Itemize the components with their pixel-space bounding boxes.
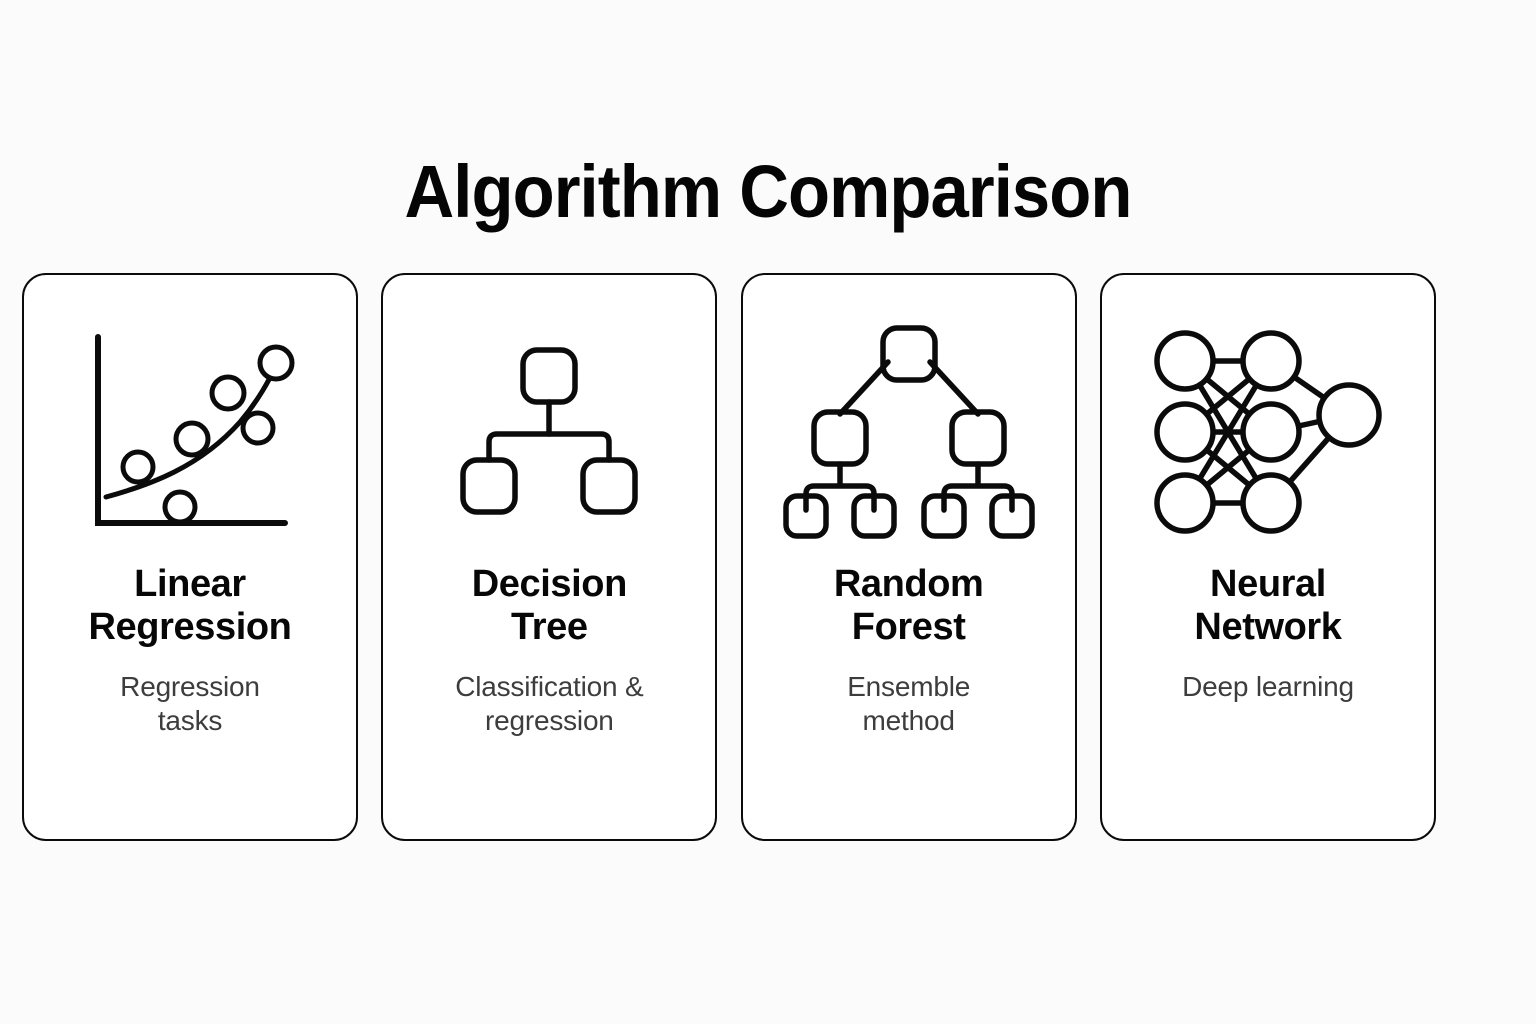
card-title-line-2: Forest xyxy=(851,605,966,648)
card-title-line-2: Tree xyxy=(511,605,588,648)
card-subtitle: Regression tasks xyxy=(46,670,334,737)
card-title: Neural Network xyxy=(1128,563,1408,648)
card-title-line-1: Random xyxy=(833,563,984,605)
card-title-line-1: Neural xyxy=(1210,563,1326,605)
card-title-line-2: Regression xyxy=(88,605,292,648)
algorithm-card-random-forest[interactable]: Random Forest Ensemble method xyxy=(740,273,1077,841)
card-title-line-1: Linear xyxy=(134,563,246,605)
algorithm-card-row: Linear Regression Regression tasks Decis… xyxy=(22,273,1436,843)
card-title: Linear Regression xyxy=(50,563,330,648)
card-subtitle-line-1: Classification & xyxy=(455,671,644,703)
decision-tree-icon xyxy=(429,317,669,547)
card-title-line-1: Decision xyxy=(471,563,628,605)
card-subtitle-line-1: Regression xyxy=(120,671,260,703)
card-subtitle-line-1: Deep learning xyxy=(1182,671,1354,703)
card-subtitle-line-1: Ensemble xyxy=(847,671,971,703)
card-subtitle-line-2: regression xyxy=(484,704,614,736)
card-subtitle-line-2: method xyxy=(862,704,955,736)
card-title: Decision Tree xyxy=(409,563,689,648)
card-subtitle: Deep learning xyxy=(1124,670,1412,704)
algorithm-card-linear-regression[interactable]: Linear Regression Regression tasks xyxy=(22,273,358,841)
page-title: Algorithm Comparison xyxy=(404,149,1133,233)
card-title: Random Forest xyxy=(769,563,1049,648)
random-forest-tree-icon xyxy=(782,317,1035,547)
card-subtitle: Classification & regression xyxy=(405,670,693,737)
algorithm-card-neural-network[interactable]: Neural Network Deep learning xyxy=(1099,273,1436,841)
scatter-plot-regression-icon xyxy=(70,317,310,547)
algorithm-card-decision-tree[interactable]: Decision Tree Classification & regressio… xyxy=(381,273,718,841)
neural-network-icon xyxy=(1148,317,1388,547)
card-subtitle: Ensemble method xyxy=(765,670,1053,737)
card-subtitle-line-2: tasks xyxy=(157,704,223,736)
card-title-line-2: Network xyxy=(1194,605,1342,648)
